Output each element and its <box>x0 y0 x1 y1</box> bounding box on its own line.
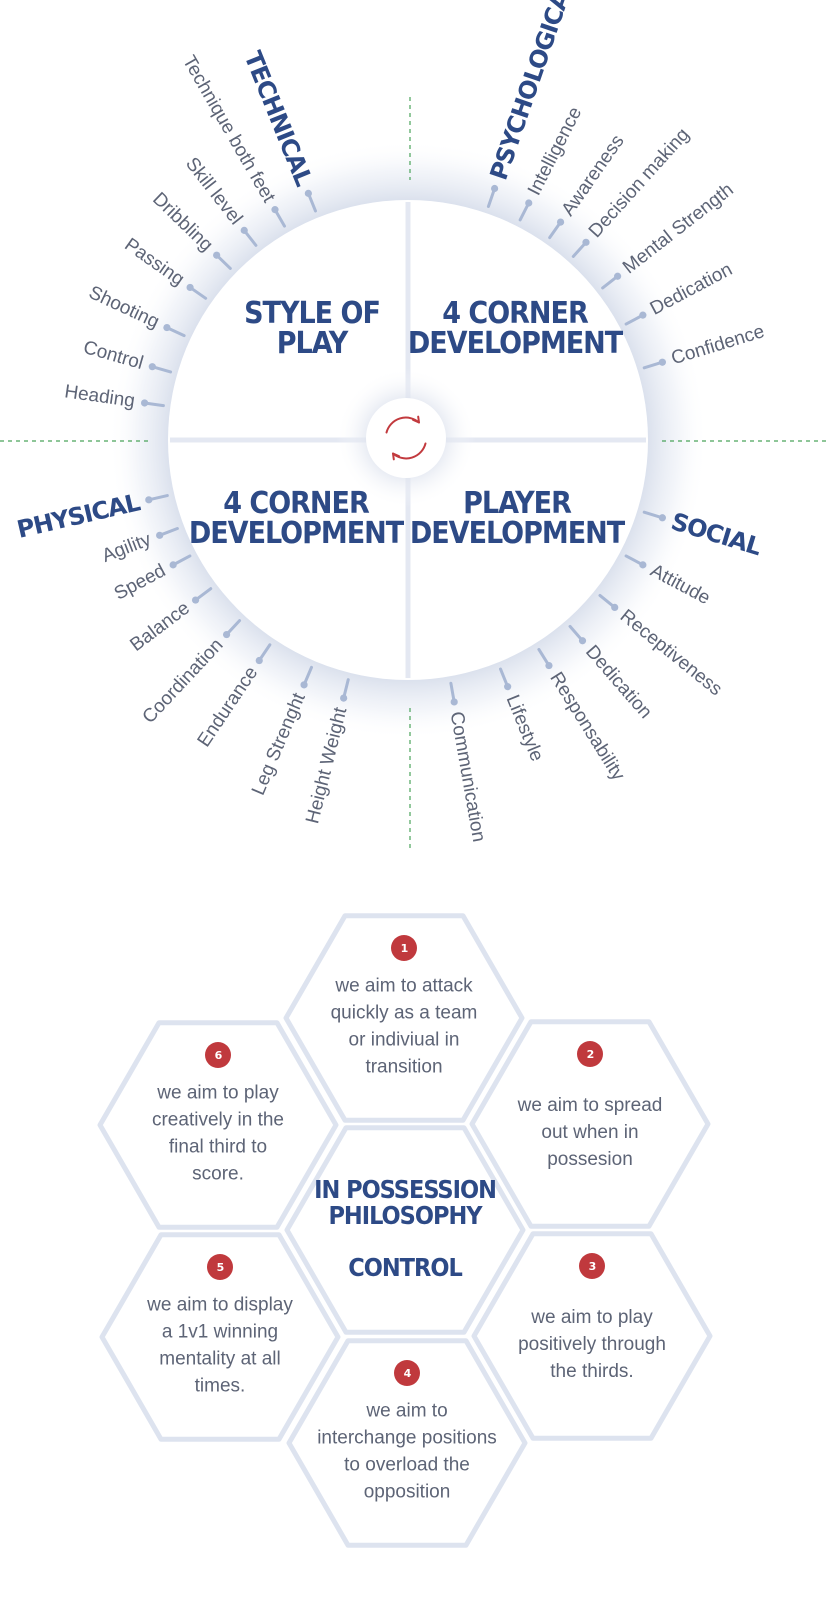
spoke-dot <box>578 637 587 645</box>
center-hub <box>366 398 446 478</box>
quadrant-bl-title: 4 CORNER DEVELOPMENT <box>189 486 406 551</box>
category-label: PSYCHOLOGICAL <box>485 0 581 184</box>
hex-text-line: final third to <box>169 1137 267 1158</box>
quadrant-title-line: PLAYER <box>463 486 572 521</box>
hex-cell-4: 4 we aim to interchange positions to overlo… <box>286 1338 528 1548</box>
hex-text-line: we aim to spread <box>517 1095 663 1116</box>
quadrant-tr-title: 4 CORNER DEVELOPMENT <box>408 296 625 361</box>
spoke-dot <box>255 656 263 665</box>
spoke-dot <box>169 561 177 569</box>
spoke-dot <box>304 189 312 197</box>
quadrant-title-line: DEVELOPMENT <box>408 326 624 361</box>
hex-text-line: opposition <box>364 1482 451 1503</box>
number-badge-label: 1 <box>401 942 408 955</box>
number-badge-label: 4 <box>404 1367 412 1380</box>
hex-cell-6: 6 we aim to play creatively in the final th… <box>97 1020 339 1230</box>
spoke-dot <box>491 184 499 193</box>
hex-center-title-line: IN POSSESSION <box>314 1175 496 1204</box>
hex-text-line: the thirds. <box>550 1361 633 1382</box>
spoke-dot <box>213 251 221 259</box>
spoke-dot <box>450 698 458 706</box>
hex-text-line: creatively in the <box>152 1110 284 1131</box>
spoke-dot <box>614 272 622 280</box>
number-badge-label: 6 <box>215 1049 223 1062</box>
spoke-dot <box>639 311 647 319</box>
spoke-dot <box>545 661 553 670</box>
hexagon-shape <box>283 913 525 1123</box>
number-badge <box>394 1360 420 1386</box>
hex-text-line: we aim to play <box>530 1307 653 1328</box>
hex-cell-5: 5 we aim to display a 1v1 winning mentality… <box>99 1232 341 1442</box>
hex-text-line: positively through <box>518 1334 666 1355</box>
quadrant-title-line: 4 CORNER <box>442 296 589 331</box>
quadrant-title-line: STYLE OF <box>244 296 380 331</box>
spoke-dot <box>504 683 512 691</box>
hex-cell-3: 3 we aim to play positively through the thi… <box>471 1231 713 1441</box>
hex-text-line: possesion <box>547 1149 633 1170</box>
hex-text-line: out when in <box>541 1122 638 1143</box>
spoke-dot <box>658 514 666 522</box>
quadrant-tl-title: STYLE OF PLAY <box>244 296 381 361</box>
hex-text-line: quickly as a team <box>331 1003 478 1024</box>
quadrant-br-title: PLAYER DEVELOPMENT <box>410 486 627 551</box>
spoke-dot <box>156 531 164 539</box>
hex-text-line: times. <box>195 1376 246 1397</box>
quadrant-title-line: 4 CORNER <box>223 486 370 521</box>
spoke-dot <box>148 363 156 371</box>
hex-text-line: interchange positions <box>317 1428 497 1449</box>
number-badge-label: 3 <box>589 1260 596 1273</box>
hex-text-line: we aim to play <box>156 1083 279 1104</box>
number-badge <box>205 1042 231 1068</box>
quadrant-title-line: PLAY <box>277 326 349 361</box>
refresh-cycle-icon <box>385 415 427 461</box>
spoke-dot <box>611 603 619 611</box>
hexagon-shape <box>99 1232 341 1442</box>
hexagon-shape <box>97 1020 339 1230</box>
hex-text-line: transition <box>365 1057 442 1078</box>
hex-text-line: mentality at all <box>159 1349 280 1370</box>
development-wheel: STYLE OF PLAY 4 CORNER DEVELOPMENT 4 COR… <box>0 0 830 850</box>
hex-text-line: to overload the <box>344 1455 470 1476</box>
quadrant-title-line: DEVELOPMENT <box>410 516 626 551</box>
spoke-dot <box>525 199 533 207</box>
number-badge <box>391 935 417 961</box>
hexagon-shape <box>469 1019 711 1229</box>
spoke-dot <box>639 561 647 569</box>
number-badge <box>579 1253 605 1279</box>
spoke-dot <box>556 218 565 226</box>
hex-cell-1: 1 we aim to attack quickly as a team or ind… <box>283 913 525 1123</box>
spoke-dot <box>191 596 200 604</box>
quadrant-title-line: DEVELOPMENT <box>189 516 405 551</box>
hexagon-shape <box>284 1125 526 1335</box>
spoke-dot <box>271 206 279 214</box>
hex-text-line: score. <box>192 1164 244 1185</box>
hex-text-line: we aim to <box>365 1401 447 1422</box>
spoke-dot <box>140 399 149 407</box>
hex-cell-2: 2 we aim to spread out when in possesion <box>469 1019 711 1229</box>
hexagon-shape <box>471 1231 713 1441</box>
number-badge <box>577 1041 603 1067</box>
spoke-dot <box>186 283 194 292</box>
spoke-dot <box>340 694 348 702</box>
number-badge-label: 5 <box>217 1261 224 1274</box>
hex-text-line: we aim to display <box>146 1295 293 1316</box>
hex-text-line: a 1v1 winning <box>162 1322 278 1343</box>
spoke-dot <box>300 681 308 689</box>
hex-text-line: or indiviual in <box>349 1030 460 1051</box>
hex-center-title-line: CONTROL <box>348 1253 462 1282</box>
spoke-dot <box>240 226 248 234</box>
number-badge-label: 2 <box>587 1048 594 1061</box>
number-badge <box>207 1254 233 1280</box>
spoke-dot <box>222 630 231 639</box>
hexagon-shape <box>286 1338 528 1548</box>
spoke-dot <box>145 496 153 504</box>
spoke-dot <box>163 323 171 332</box>
hex-text-line: we aim to attack <box>334 976 473 997</box>
spoke-dot <box>658 358 666 366</box>
spoke-dot <box>582 238 590 246</box>
hex-center-title-line: PHILOSOPHY <box>328 1201 483 1230</box>
